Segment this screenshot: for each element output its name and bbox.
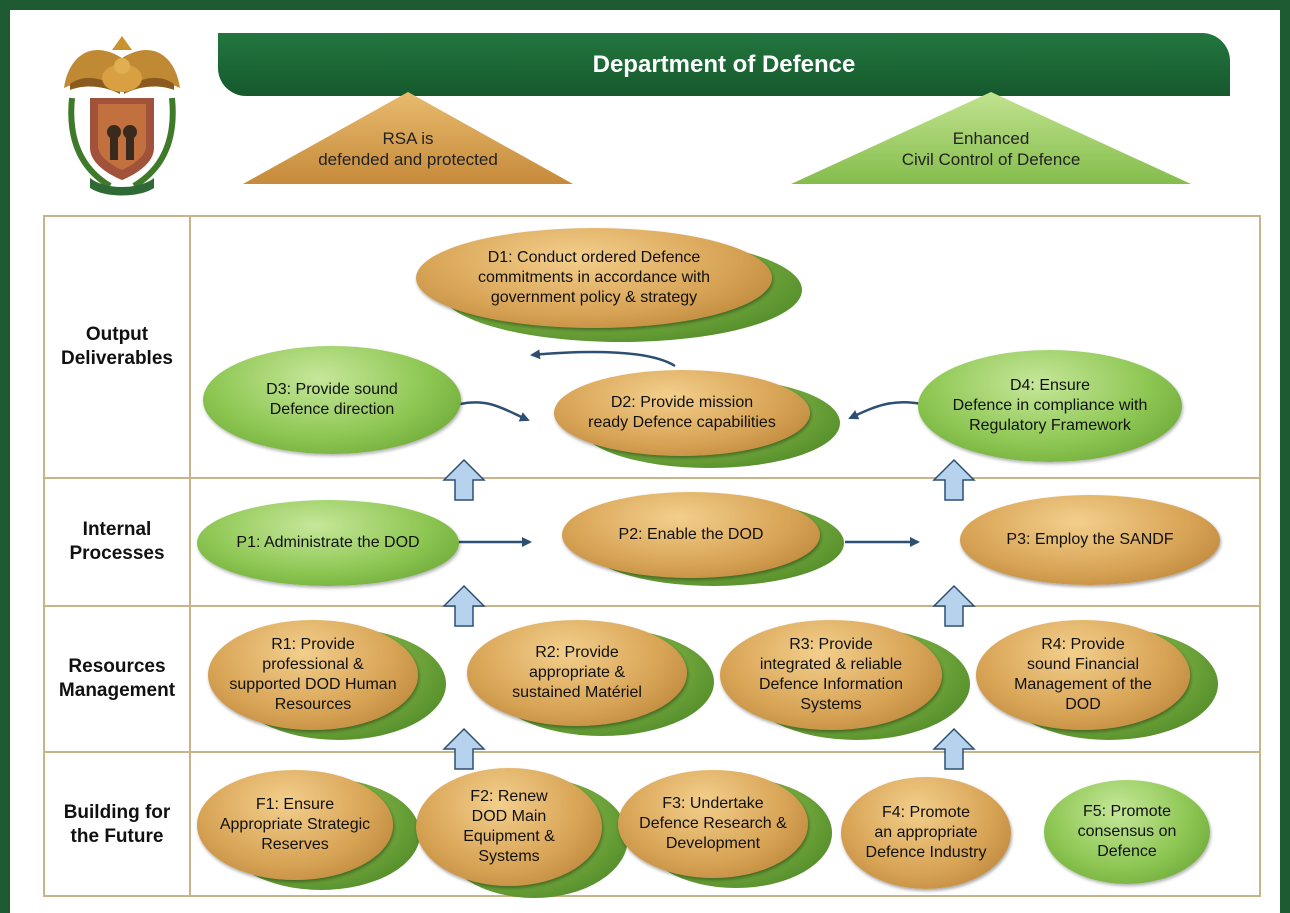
future-f5: F5: Promote consensus on Defence: [1044, 780, 1210, 884]
label-divider: [189, 215, 191, 897]
page: Department of Defence RSA is defended an…: [10, 10, 1280, 913]
resource-r4: R4: Provide sound Financial Management o…: [976, 620, 1190, 730]
flow-arrow-icon: [459, 401, 530, 422]
flow-arrow-icon: [530, 349, 676, 368]
row-divider-2: [43, 605, 1261, 607]
row-label-future: Building for the Future: [63, 802, 171, 847]
resource-r2: R2: Provide appropriate & sustained Maté…: [467, 620, 687, 726]
up-arrow-icon: [932, 727, 976, 770]
row-divider-1: [43, 477, 1261, 479]
future-f2: F2: Renew DOD Main Equipment & Systems: [416, 768, 602, 886]
up-arrow-icon: [442, 458, 486, 501]
page-title: Department of Defence: [592, 50, 856, 78]
outcome-triangle-1: [243, 92, 573, 184]
row-divider-3: [43, 751, 1261, 753]
outcome-2-label: Enhanced Civil Control of Defence: [901, 128, 1081, 169]
deliverable-d3: D3: Provide sound Defence direction: [203, 346, 461, 454]
process-p2: P2: Enable the DOD: [562, 492, 820, 578]
future-f4: F4: Promote an appropriate Defence Indus…: [841, 777, 1011, 889]
row-label-output: Output Deliverables: [61, 324, 173, 369]
title-banner: Department of Defence: [218, 33, 1230, 96]
process-p3: P3: Employ the SANDF: [960, 495, 1220, 585]
outcome-1-label: RSA is defended and protected: [318, 128, 498, 169]
deliverable-d2: D2: Provide mission ready Defence capabi…: [554, 370, 810, 456]
up-arrow-icon: [932, 584, 976, 627]
up-arrow-icon: [442, 584, 486, 627]
grid-frame: [43, 215, 1261, 897]
future-f1: F1: Ensure Appropriate Strategic Reserve…: [197, 770, 393, 880]
process-p1: P1: Administrate the DOD: [197, 500, 459, 586]
row-label-resources: Resources Management: [58, 656, 176, 701]
outcome-1-text: RSA is defended and protected: [243, 92, 573, 184]
resource-r1: R1: Provide professional & supported DOD…: [208, 620, 418, 730]
deliverable-d1: D1: Conduct ordered Defence commitments …: [416, 228, 772, 328]
up-arrow-icon: [442, 727, 486, 770]
row-label-internal: Internal Processes: [69, 519, 165, 564]
coat-of-arms-icon: [64, 36, 180, 196]
resource-r3: R3: Provide integrated & reliable Defenc…: [720, 620, 942, 730]
outcome-2-text: Enhanced Civil Control of Defence: [791, 92, 1191, 184]
future-f3: F3: Undertake Defence Research & Develop…: [618, 770, 808, 878]
deliverable-d4: D4: Ensure Defence in compliance with Re…: [918, 350, 1182, 462]
connector-arrows: [458, 349, 923, 547]
outcome-triangle-2: [791, 92, 1191, 184]
flow-arrow-icon: [848, 400, 923, 420]
up-arrow-icon: [932, 458, 976, 501]
